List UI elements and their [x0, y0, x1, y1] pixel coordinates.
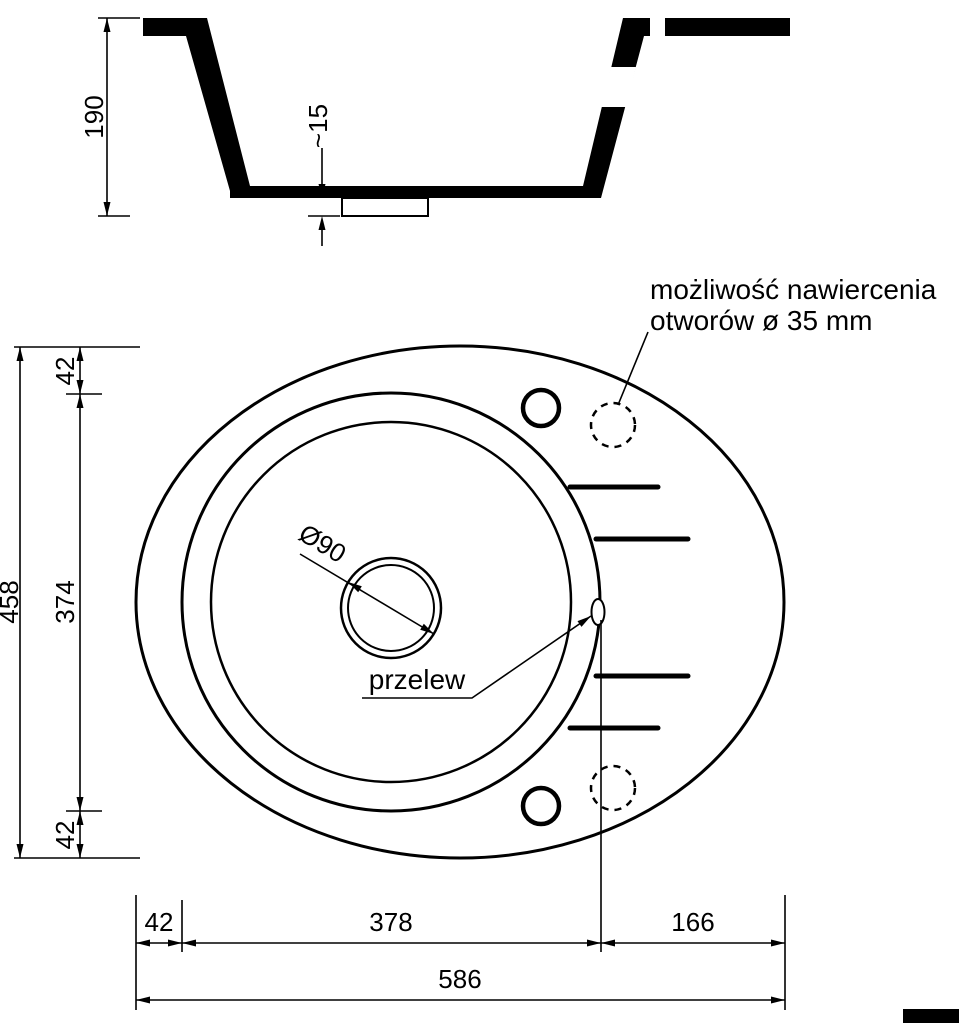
left-dimensions: 458 42 374 42	[0, 346, 140, 859]
arrowhead	[76, 380, 84, 394]
arrowhead	[76, 347, 84, 361]
arrowhead	[587, 939, 601, 947]
arrowhead	[103, 18, 111, 32]
optional-hole-bottom	[589, 764, 637, 812]
overflow-hole	[590, 598, 606, 626]
dim-378-label: 378	[369, 907, 412, 937]
arrowhead	[601, 939, 615, 947]
tap-hole-gap	[650, 17, 665, 38]
arrowhead	[771, 939, 785, 947]
arrowhead	[76, 797, 84, 811]
arrowhead	[771, 996, 785, 1004]
arrowhead	[182, 939, 196, 947]
dim-190-label: 190	[79, 95, 109, 138]
arrowhead	[318, 184, 326, 198]
dim-bottom-42-label: 42	[50, 821, 80, 850]
arrowhead	[577, 616, 591, 627]
arrowhead	[76, 394, 84, 408]
section-floor	[230, 186, 601, 198]
dim-374-label: 374	[50, 580, 80, 623]
dim-166-label: 166	[671, 907, 714, 937]
overflow-gap	[601, 67, 636, 107]
dim-recess-label: ~15	[303, 104, 333, 148]
arrowhead	[136, 939, 150, 947]
arrowhead	[348, 582, 362, 593]
arrowhead	[76, 811, 84, 825]
dim-586-label: 586	[438, 964, 481, 994]
tap-hole-bottom	[520, 785, 562, 827]
dim-458-label: 458	[0, 580, 24, 623]
drain-inner-circle	[347, 564, 435, 652]
overflow-label: przelew	[369, 664, 466, 695]
drill-note-line2: otworów ø 35 mm	[650, 305, 873, 336]
drain-outer-circle	[339, 556, 443, 660]
dim-left-42-label: 42	[145, 907, 174, 937]
corner-mark	[903, 1009, 959, 1023]
tap-hole-top	[520, 387, 562, 429]
dim-top-42-label: 42	[50, 357, 80, 386]
section-right-wall	[583, 18, 790, 198]
drain-recess	[341, 197, 429, 217]
dim-drain-line	[299, 553, 435, 635]
sink-outline	[134, 344, 786, 860]
bottom-dimensions: 42 378 166 586	[135, 620, 786, 1010]
drain-diameter-label: Ø90	[294, 518, 352, 569]
bowl-inner-circle	[209, 420, 573, 784]
arrowhead	[103, 202, 111, 216]
overflow-leader	[362, 615, 592, 699]
optional-hole-top	[589, 401, 637, 449]
arrowhead	[16, 844, 24, 858]
arrowhead	[136, 996, 150, 1004]
note-leader	[617, 331, 649, 406]
drill-note-line1: możliwość nawiercenia	[650, 274, 937, 305]
arrowhead	[76, 844, 84, 858]
arrowhead	[16, 347, 24, 361]
section-view: 190 ~15	[79, 17, 790, 246]
bowl-outer-circle	[180, 391, 602, 813]
section-left-wall	[143, 18, 250, 198]
arrowhead	[318, 216, 326, 230]
arrowhead	[168, 939, 182, 947]
plan-view: Ø90 przelew możliwość nawiercenia otworó…	[134, 274, 937, 860]
arrowhead	[420, 623, 434, 634]
